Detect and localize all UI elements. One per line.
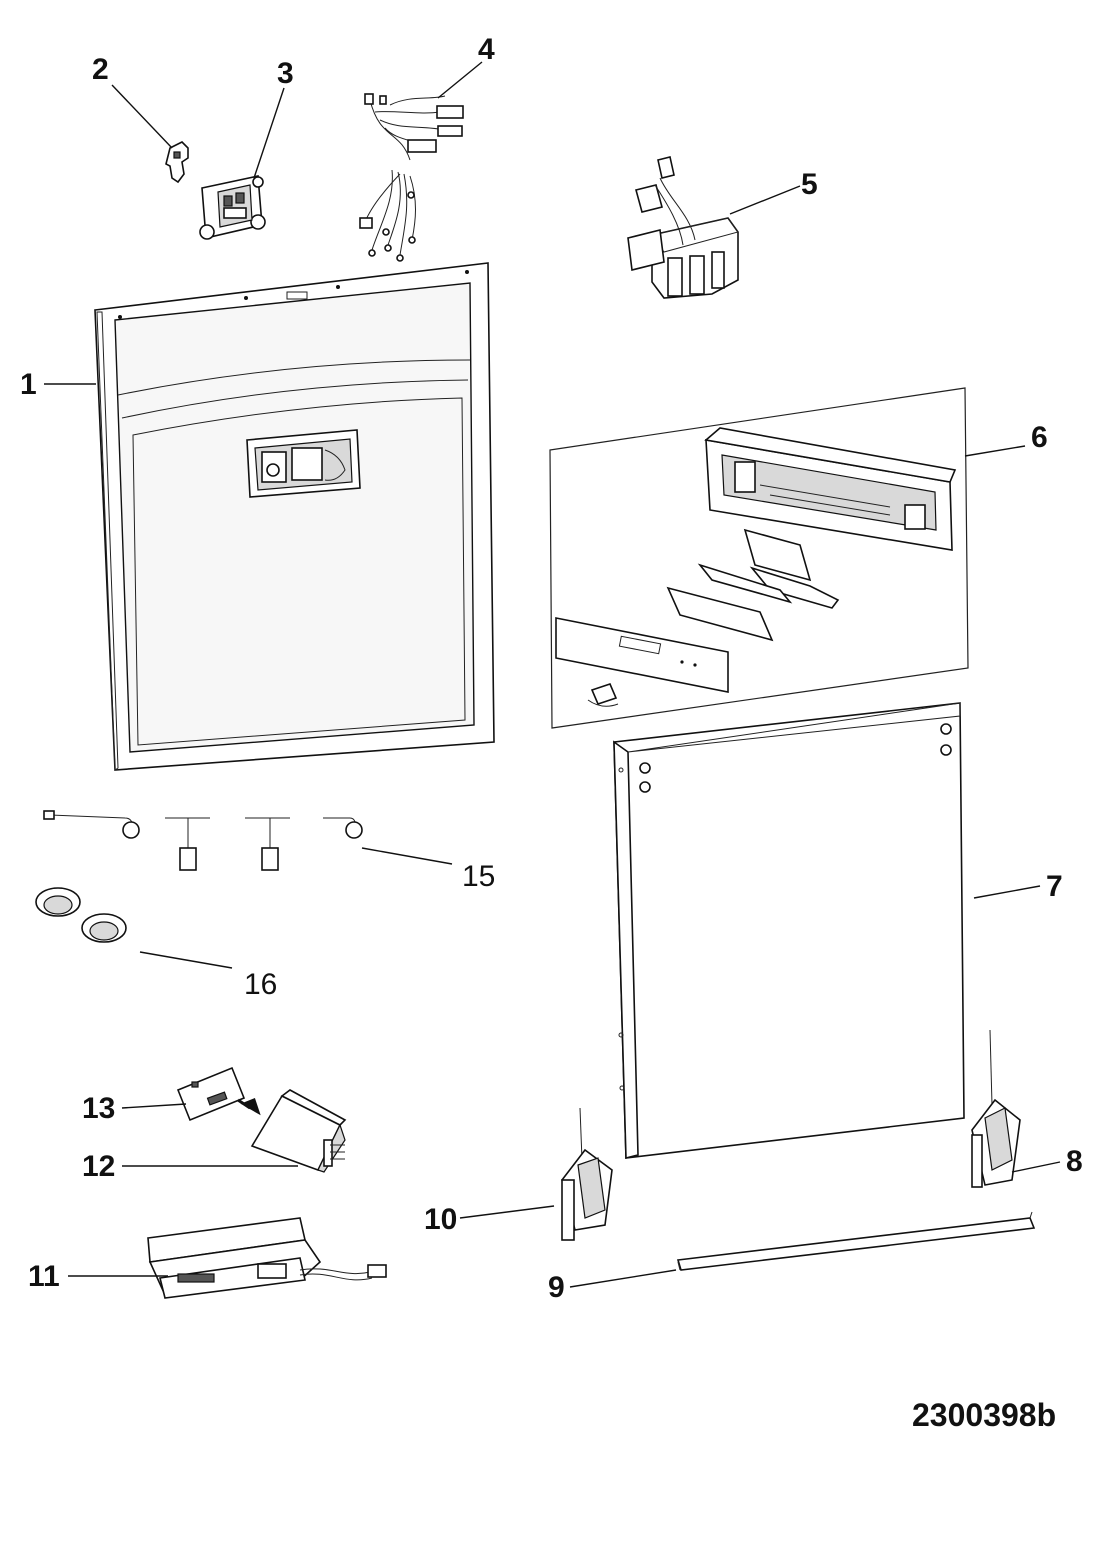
callout-12: 12 <box>82 1150 115 1183</box>
part-16-light-covers[interactable] <box>35 887 127 943</box>
callout-7: 7 <box>1046 870 1063 903</box>
callout-8: 8 <box>1066 1145 1083 1178</box>
part-2-switch[interactable] <box>165 141 189 184</box>
callout-3: 3 <box>277 57 294 90</box>
callout-13: 13 <box>82 1092 115 1125</box>
part-12-module-box[interactable] <box>250 1089 347 1173</box>
part-13-label-card[interactable] <box>176 1066 261 1122</box>
part-8-right-hinge[interactable] <box>971 1029 1021 1188</box>
part-9-hinge-rod[interactable] <box>676 1211 1036 1271</box>
callout-9: 9 <box>548 1271 565 1304</box>
part-6-control-panel-assembly[interactable] <box>549 387 969 729</box>
leader-lines <box>44 61 1061 1288</box>
part-11-electronic-board[interactable] <box>147 1217 387 1299</box>
part-4-wire-harness[interactable] <box>359 93 464 262</box>
callout-10: 10 <box>424 1203 457 1236</box>
arrow-icon <box>237 1098 261 1116</box>
part-5-dispenser-bracket[interactable] <box>627 156 739 299</box>
callout-11: 11 <box>28 1260 60 1293</box>
part-1-inner-door-panel[interactable] <box>94 262 495 771</box>
part-1-dispenser <box>246 429 361 498</box>
callout-4: 4 <box>478 33 495 66</box>
part-10-left-hinge[interactable] <box>561 1107 613 1241</box>
part-3-relay-module[interactable] <box>199 175 266 240</box>
callout-5: 5 <box>801 168 818 201</box>
callout-2: 2 <box>92 53 109 86</box>
callout-1: 1 <box>20 368 37 401</box>
part-15-light-harness[interactable] <box>43 810 363 871</box>
drawing-code: 2300398b <box>912 1397 1056 1433</box>
callout-15: 15 <box>462 860 495 893</box>
callout-labels: 1 2 3 4 5 6 7 8 9 10 11 12 13 15 16 <box>20 33 1083 1304</box>
part-7-outer-door-panel[interactable] <box>613 702 965 1160</box>
callout-16: 16 <box>244 968 277 1001</box>
callout-6: 6 <box>1031 421 1048 454</box>
